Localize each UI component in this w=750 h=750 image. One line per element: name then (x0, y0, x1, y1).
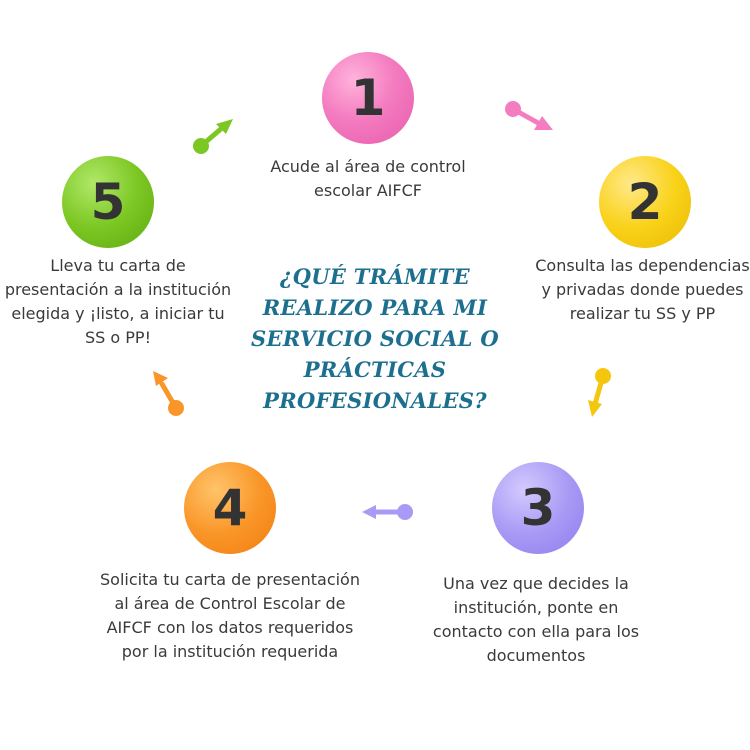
step-2-number: 2 (627, 173, 663, 231)
step-1-text: Acude al área de control escolar AIFCF (270, 157, 466, 200)
step-3-number: 3 (520, 479, 556, 537)
arrow-4-to-5 (153, 371, 184, 416)
step-4-circle: 4 (184, 462, 276, 554)
step-5-number: 5 (90, 173, 126, 231)
step-5-circle: 5 (62, 156, 154, 248)
step-1-number: 1 (350, 69, 386, 127)
diagram-title: ¿QUÉ TRÁMITE REALIZO PARA MI SERVICIO SO… (251, 264, 499, 413)
arrow-5-to-1 (193, 119, 233, 154)
step-3-text: Una vez que decides la institución, pont… (432, 574, 640, 665)
arrow-1-to-2 (505, 101, 553, 130)
step-4-number: 4 (212, 479, 248, 537)
step-2-circle: 2 (599, 156, 691, 248)
step-5-text: Lleva tu carta de presentación a la inst… (4, 256, 232, 347)
step-1-circle: 1 (322, 52, 414, 144)
step-3-circle: 3 (492, 462, 584, 554)
arrow-2-to-3 (588, 368, 611, 417)
arrow-3-to-4 (362, 504, 413, 520)
step-2-text: Consulta las dependencias y privadas don… (535, 256, 750, 323)
step-4-text: Solicita tu carta de presentación al áre… (100, 570, 360, 661)
